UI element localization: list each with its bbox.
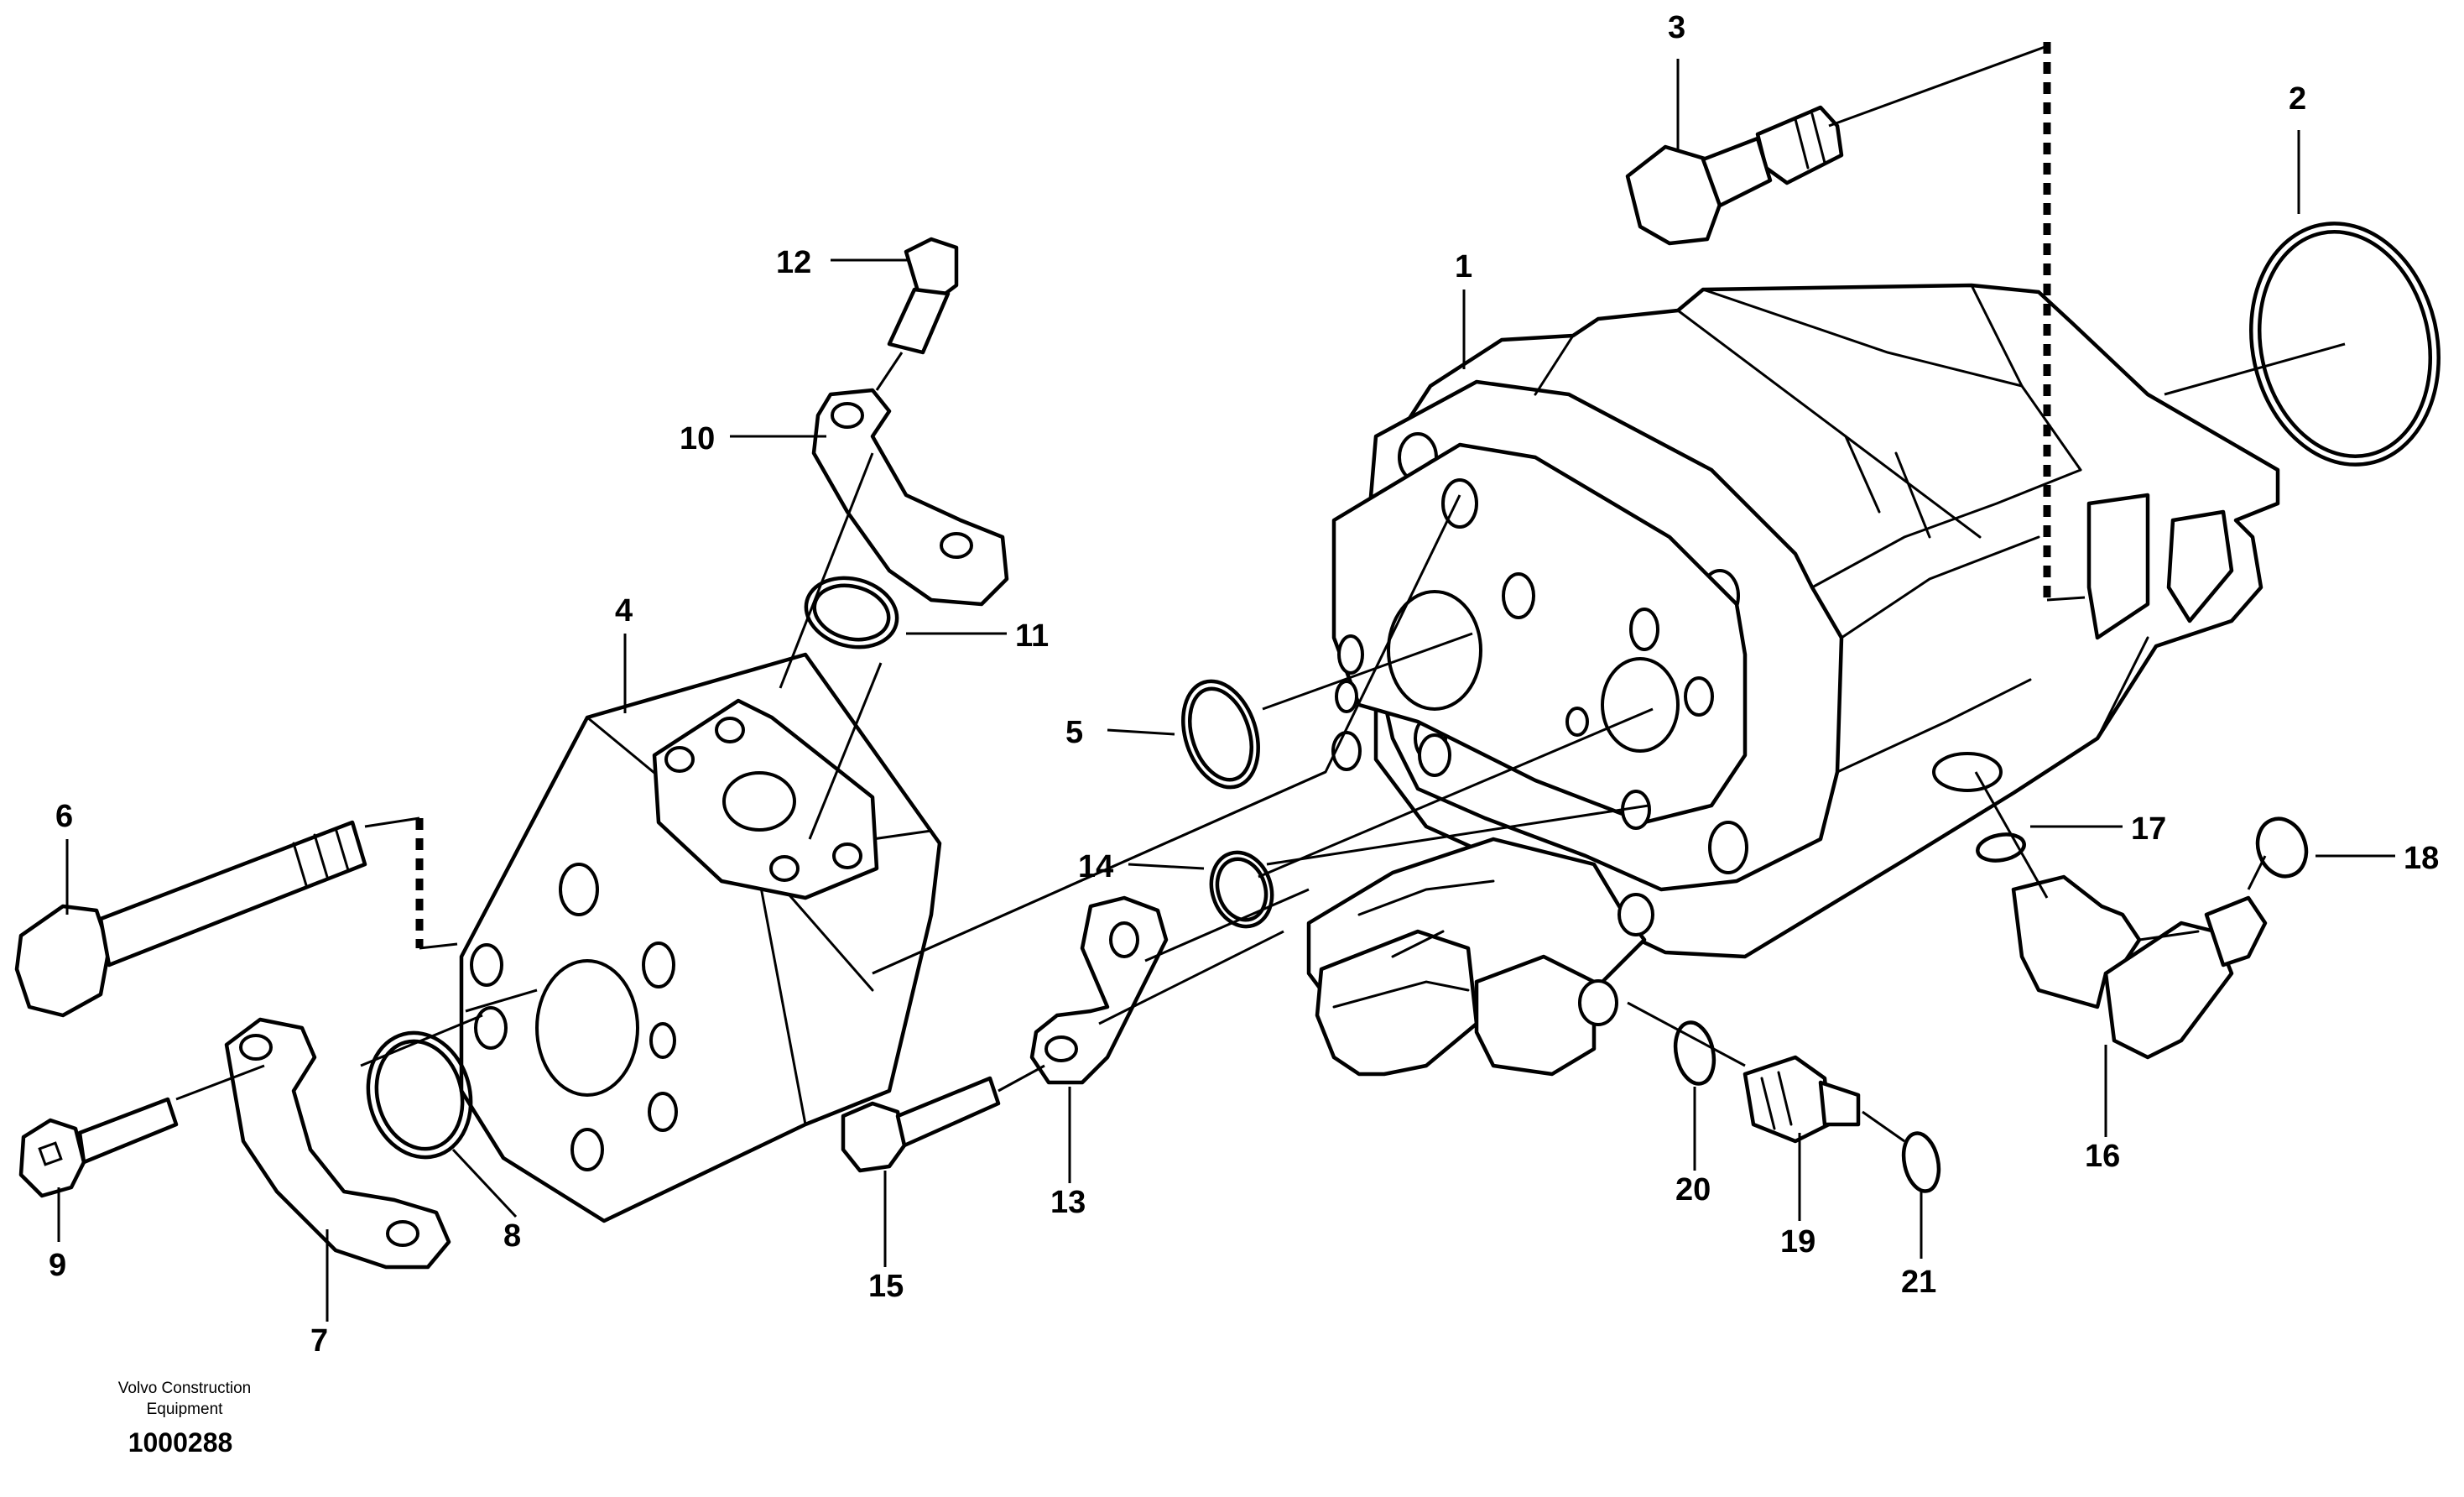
callout-21: 21	[1901, 1265, 1936, 1300]
callout-20: 20	[1675, 1172, 1711, 1208]
o-ring-8	[366, 1030, 473, 1160]
seal-17	[1976, 832, 2026, 863]
credit-block: Volvo Construction Equipment 1000288	[118, 1380, 251, 1458]
callout-5: 5	[1065, 715, 1083, 750]
o-ring-large	[2249, 222, 2441, 467]
credit-line-2: Equipment	[147, 1401, 224, 1418]
cap-screw-15	[841, 1076, 1001, 1173]
bolt-long	[14, 820, 367, 1018]
cap-screw-12	[887, 237, 959, 355]
cap-screw-9	[18, 1097, 179, 1198]
callout-13: 13	[1050, 1185, 1086, 1220]
callout-15: 15	[868, 1269, 904, 1304]
callout-19: 19	[1780, 1224, 1815, 1260]
callout-10: 10	[680, 421, 715, 456]
callout-6: 6	[55, 799, 73, 834]
split-flange-7	[224, 1017, 451, 1270]
callout-11: 11	[1015, 618, 1049, 654]
seal-18	[2255, 816, 2309, 879]
callout-3: 3	[1668, 10, 1685, 45]
callout-leaders	[57, 59, 2395, 1322]
callout-1: 1	[1455, 249, 1472, 284]
callout-7: 7	[310, 1323, 328, 1359]
plug-19	[1743, 1055, 1861, 1144]
reference-number: 1000288	[128, 1427, 233, 1458]
callout-17: 17	[2131, 811, 2166, 847]
adapter-block	[459, 652, 942, 1223]
callout-16: 16	[2085, 1139, 2120, 1174]
callout-labels: 1 2 3 4 5 6 7 8 9 10 11 12 13 14 15 16 1…	[49, 10, 2439, 1359]
callout-9: 9	[49, 1248, 66, 1283]
callout-12: 12	[776, 245, 811, 280]
callout-18: 18	[2404, 841, 2439, 876]
o-ring-11	[804, 576, 899, 649]
o-ring-14	[1209, 850, 1274, 929]
callout-2: 2	[2289, 81, 2306, 117]
alignment-lines	[175, 42, 2346, 1143]
callout-4: 4	[615, 593, 633, 629]
o-ring-5	[1181, 679, 1260, 790]
seal-21	[1901, 1131, 1941, 1193]
bolt-upper	[1625, 105, 1844, 246]
callout-14: 14	[1078, 849, 1113, 884]
callout-8: 8	[503, 1218, 521, 1254]
elbow-fitting	[2011, 874, 2268, 1060]
credit-line-1: Volvo Construction	[118, 1380, 251, 1397]
pump-housing	[1306, 283, 2280, 1077]
